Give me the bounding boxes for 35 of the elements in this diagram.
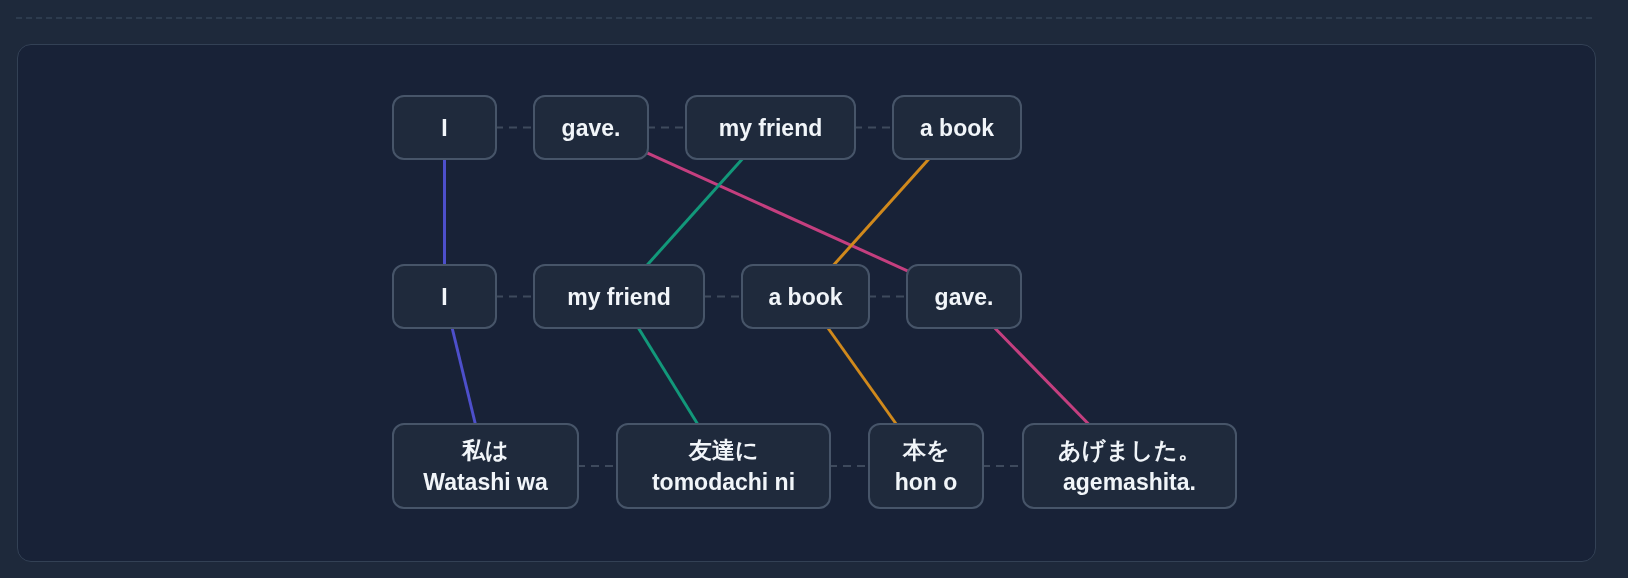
romaji-label: Watashi wa xyxy=(423,468,548,497)
word-box xyxy=(392,95,497,160)
word-label: gave. xyxy=(561,113,621,143)
word-label: I xyxy=(441,282,448,312)
connector-line xyxy=(450,326,478,426)
word-box xyxy=(906,264,1022,329)
romaji-label: tomodachi ni xyxy=(651,468,796,497)
word-label: gave. xyxy=(934,282,994,312)
word-box xyxy=(741,264,870,329)
word-label: my friend xyxy=(567,282,671,312)
connector-line xyxy=(646,151,909,273)
japanese-label: 友達に xyxy=(688,436,759,465)
word-box xyxy=(533,264,705,329)
word-label: my friend xyxy=(718,113,823,143)
word-label: a book xyxy=(919,113,995,143)
word-box xyxy=(533,95,649,160)
word-box xyxy=(392,264,497,329)
word-box xyxy=(392,423,579,509)
romaji-label: hon o xyxy=(894,468,958,497)
word-label: a book xyxy=(768,282,843,312)
word-box xyxy=(868,423,984,509)
japanese-label: 本を xyxy=(902,436,950,465)
word-label: I xyxy=(441,113,448,143)
connector-line xyxy=(645,157,745,267)
romaji-label: agemashita. xyxy=(1063,468,1196,497)
japanese-label: 私は xyxy=(462,436,509,465)
word-box xyxy=(685,95,856,160)
word-box xyxy=(892,95,1022,160)
connector-line xyxy=(443,158,446,266)
word-box xyxy=(1022,423,1237,509)
word-box xyxy=(616,423,831,509)
connector-line xyxy=(636,326,700,426)
connector-line xyxy=(825,326,899,426)
connector-line xyxy=(831,157,931,267)
japanese-label: あげました。 xyxy=(1058,436,1201,465)
